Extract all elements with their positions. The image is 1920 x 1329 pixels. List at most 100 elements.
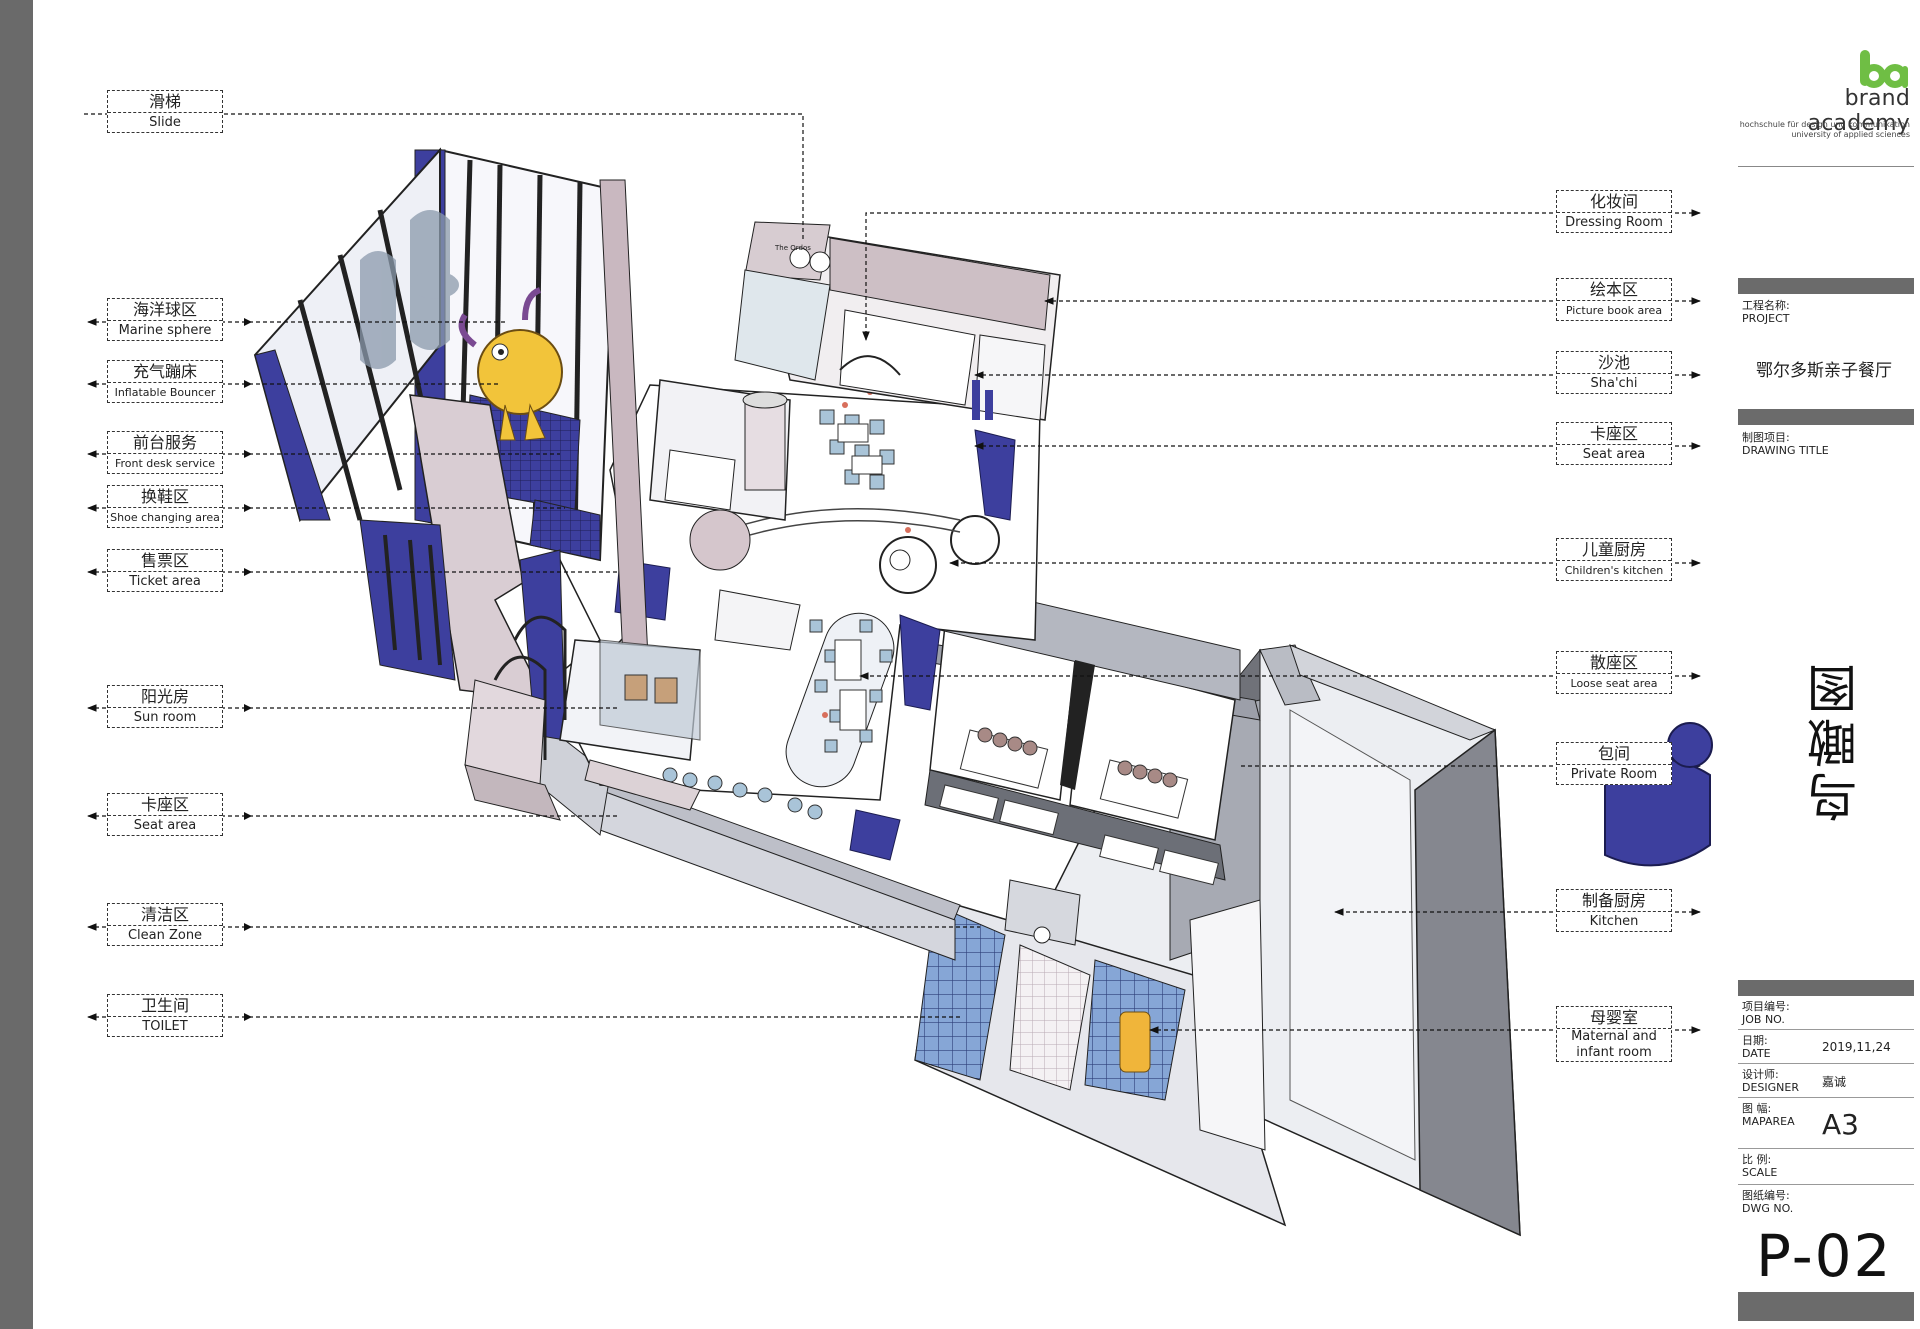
callout-sun-room: 阳光房 Sun room (107, 685, 223, 728)
callout-en: Private Room (1570, 767, 1658, 782)
callout-maternal-room: 母婴室 Maternal and infant room (1556, 1006, 1672, 1062)
job-label-zh: 项目编号: (1742, 1000, 1790, 1013)
project-label-zh: 工程名称: (1742, 299, 1790, 312)
callout-en: Dressing Room (1565, 215, 1663, 230)
date-label-zh: 日期: (1742, 1034, 1768, 1047)
brand-name: brand academy (1807, 86, 1910, 136)
blue-column-ornament (1604, 722, 1713, 867)
callout-zh: 散座区 (1557, 652, 1671, 674)
callout-zh: 卡座区 (1557, 423, 1671, 445)
callout-seat-area-right: 卡座区 Seat area (1556, 422, 1672, 465)
designer-value: 嘉诚 (1822, 1075, 1847, 1089)
sun-room (464, 549, 701, 821)
callout-en: Slide (149, 115, 181, 130)
callout-en: Marine sphere (118, 323, 212, 338)
callout-zh: 阳光房 (108, 686, 222, 708)
callout-zh: 制备厨房 (1557, 890, 1671, 912)
job-no: 项目编号: JOB NO. (1742, 1000, 1918, 1026)
callout-childrens-kitchen: 儿童厨房 Children's kitchen (1556, 538, 1672, 581)
maparea-label-en: MAPAREA (1742, 1115, 1795, 1128)
monster-figure (458, 287, 563, 441)
callout-loose-seat-area: 散座区 Loose seat area (1556, 651, 1672, 694)
callout-en: Sun room (133, 710, 197, 725)
callout-zh: 前台服务 (108, 432, 222, 454)
callout-en: Ticket area (129, 574, 201, 589)
callout-inflatable-bouncer: 充气蹦床 Inflatable Bouncer (107, 360, 223, 403)
callout-zh: 化妆间 (1557, 191, 1671, 213)
title-block-divider (1738, 166, 1914, 167)
drawing-label-zh: 制图项目: (1742, 431, 1790, 444)
callout-zh: 换鞋区 (108, 486, 222, 508)
top-rooms: The Ordos (734, 221, 1061, 421)
aerial-plan-drawing: The Ordos (84, 113, 1713, 1237)
maparea-value: A3 (1822, 1108, 1859, 1141)
toilet-block (914, 879, 1287, 1227)
callout-toilet: 卫生间 TOILET (107, 994, 223, 1037)
maparea-row: 图 幅: MAPAREA (1742, 1102, 1918, 1128)
drawing-title-label: 制图项目: DRAWING TITLE (1742, 431, 1918, 457)
callout-zh: 母婴室 (1557, 1007, 1671, 1029)
brand-subtitle: hochschule für design und kommunikation … (1700, 120, 1910, 140)
callout-zh: 卡座区 (108, 794, 222, 816)
callout-en: Seat area (133, 818, 197, 833)
callout-zh: 卫生间 (108, 995, 222, 1017)
title-band (1738, 278, 1914, 294)
row-separator (1738, 1148, 1914, 1149)
row-separator (1738, 1097, 1914, 1098)
callout-shoe-changing: 换鞋区 Shoe changing area (107, 485, 223, 528)
callout-en: Kitchen (1589, 914, 1639, 929)
project-value: 鄂尔多斯亲子餐厅 (1756, 361, 1892, 381)
leader-lines-left (84, 113, 980, 1021)
callout-clean-zone: 清洁区 Clean Zone (107, 903, 223, 946)
dwg-label-zh: 图纸编号: (1742, 1189, 1790, 1202)
scale-label-en: SCALE (1742, 1166, 1778, 1179)
callout-en: Maternal and infant room (1571, 1029, 1657, 1060)
play-tower (253, 147, 651, 701)
job-label-en: JOB NO. (1742, 1013, 1785, 1026)
leader-arrows-left (244, 318, 252, 1021)
callout-en: Children's kitchen (1564, 564, 1664, 577)
brand-subtitle-line-1: hochschule für design und kommunikation (1739, 120, 1910, 129)
drawing-number: P-02 (1756, 1222, 1893, 1290)
callout-zh: 充气蹦床 (108, 361, 222, 383)
private-rooms (924, 584, 1241, 886)
dwg-no-row: 图纸编号: DWG NO. (1742, 1189, 1918, 1215)
callout-kitchen: 制备厨房 Kitchen (1556, 889, 1672, 932)
row-separator (1738, 1184, 1914, 1185)
designer-label-zh: 设计师: (1742, 1068, 1779, 1081)
designer-label-en: DESIGNER (1742, 1081, 1799, 1094)
scale-label-zh: 比 例: (1742, 1153, 1772, 1166)
callout-zh: 包间 (1557, 743, 1671, 765)
left-margin-bar (0, 0, 33, 1329)
date-row: 日期: DATE (1742, 1034, 1918, 1060)
callout-en: TOILET (142, 1019, 188, 1034)
callout-seat-area-left: 卡座区 Seat area (107, 793, 223, 836)
callout-dressing-room: 化妆间 Dressing Room (1556, 190, 1672, 233)
callout-zh: 绘本区 (1557, 279, 1671, 301)
callout-slide: 滑梯 Slide (107, 90, 223, 133)
callout-en: Seat area (1582, 447, 1646, 462)
designer-row: 设计师: DESIGNER (1742, 1068, 1918, 1094)
callout-en: Loose seat area (1570, 677, 1658, 690)
brand-subtitle-line-2: university of applied sciences (1791, 130, 1910, 139)
callout-en: Sha'chi (1590, 376, 1638, 391)
callout-en: Clean Zone (127, 928, 203, 943)
date-value: 2019,11,24 (1822, 1040, 1891, 1054)
title-band (1738, 1292, 1914, 1321)
callout-zh: 售票区 (108, 550, 222, 572)
drawing-title: 鸟瞰图 (1807, 660, 1865, 822)
callout-zh: 海洋球区 (108, 299, 222, 321)
callout-private-room: 包间 Private Room (1556, 742, 1672, 785)
dwg-label-en: DWG NO. (1742, 1202, 1794, 1215)
project-label-en: PROJECT (1742, 312, 1790, 325)
date-label-en: DATE (1742, 1047, 1771, 1060)
drawing-label-en: DRAWING TITLE (1742, 444, 1829, 457)
callout-front-desk: 前台服务 Front desk service (107, 431, 223, 474)
callout-picture-book: 绘本区 Picture book area (1556, 278, 1672, 321)
callout-en: Shoe changing area (110, 511, 220, 524)
scale-row: 比 例: SCALE (1742, 1153, 1918, 1179)
callout-en: Inflatable Bouncer (114, 386, 216, 399)
callout-zh: 儿童厨房 (1557, 539, 1671, 561)
callout-sand-pit: 沙池 Sha'chi (1556, 351, 1672, 394)
callout-en: Picture book area (1565, 304, 1663, 317)
